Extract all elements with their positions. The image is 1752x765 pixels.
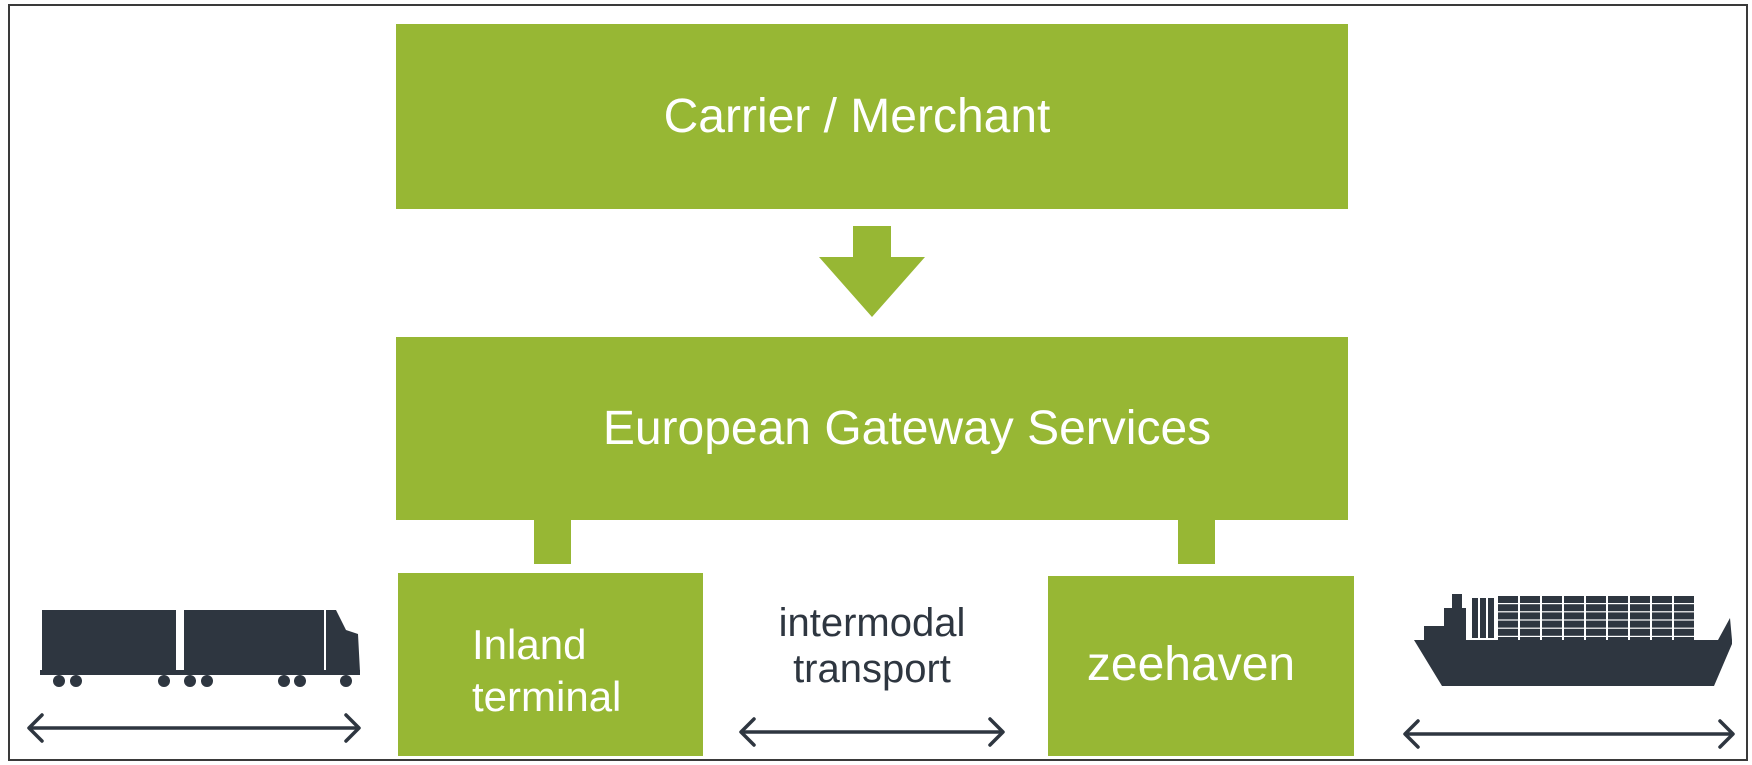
ship-container-block	[1674, 612, 1694, 620]
connector-left	[534, 520, 571, 564]
ship-container-block	[1652, 612, 1672, 620]
ship-container-block	[1520, 637, 1540, 644]
ship-container-block	[1498, 596, 1518, 603]
ship-container-block	[1564, 628, 1584, 636]
ship-container-block	[1586, 604, 1606, 612]
inland-terminal-box: Inland terminal	[398, 573, 703, 756]
ship-container-block	[1630, 596, 1650, 603]
ship-container-block	[1652, 604, 1672, 612]
ship-double-arrow-icon	[1403, 719, 1735, 749]
truck-icon	[40, 610, 360, 687]
intermodal-label-line2: transport	[793, 647, 951, 691]
intermodal-transport-label: intermodal transport	[740, 600, 1004, 692]
inland-terminal-label-line2: terminal	[472, 672, 622, 720]
ship-container-block	[1498, 637, 1518, 644]
ship-container-block	[1674, 596, 1694, 603]
intermodal-double-arrow-icon	[739, 717, 1005, 747]
ship-container-block	[1674, 604, 1694, 612]
carrier-merchant-box: Carrier / Merchant	[396, 24, 1348, 209]
ship-container-block	[1674, 637, 1694, 644]
ship-container-block	[1608, 620, 1628, 628]
ship-container-block	[1652, 596, 1672, 603]
ship-container-block	[1498, 628, 1518, 636]
ship-container-block	[1652, 637, 1672, 644]
european-gateway-services-box: European Gateway Services	[396, 337, 1348, 520]
ship-container-block	[1630, 604, 1650, 612]
truck-double-arrow-icon	[27, 713, 361, 743]
down-arrow-icon	[819, 226, 925, 317]
ship-container-block	[1674, 620, 1694, 628]
ship-container-block	[1630, 620, 1650, 628]
ship-container-block	[1520, 612, 1540, 620]
ship-container-block	[1498, 620, 1518, 628]
ship-container-block	[1520, 596, 1540, 603]
ship-container-block	[1652, 620, 1672, 628]
ship-container-block	[1564, 596, 1584, 603]
ship-container-block	[1498, 604, 1518, 612]
ship-container-block	[1542, 604, 1562, 612]
ship-container-block	[1542, 596, 1562, 603]
european-gateway-services-label: European Gateway Services	[602, 402, 1212, 455]
ship-container-block	[1608, 612, 1628, 620]
ship-container-block	[1586, 628, 1606, 636]
connector-right	[1178, 520, 1215, 564]
ship-container-block	[1498, 612, 1518, 620]
container-ship-icon	[1414, 594, 1732, 686]
ship-container-block	[1542, 620, 1562, 628]
inland-terminal-label-line1: Inland	[472, 620, 587, 668]
ship-container-block	[1542, 612, 1562, 620]
ship-container-block	[1564, 604, 1584, 612]
ship-container-block	[1520, 620, 1540, 628]
ship-container-block	[1564, 612, 1584, 620]
ship-container-block	[1608, 637, 1628, 644]
intermodal-label-line1: intermodal	[778, 601, 966, 645]
carrier-merchant-label: Carrier / Merchant	[663, 90, 1051, 143]
ship-container-block	[1608, 604, 1628, 612]
ship-container-block	[1586, 620, 1606, 628]
zeehaven-label: zeehaven	[1086, 638, 1296, 691]
ship-container-block	[1520, 604, 1540, 612]
ship-container-block	[1520, 628, 1540, 636]
ship-container-block	[1564, 637, 1584, 644]
ship-container-block	[1586, 596, 1606, 603]
ship-container-block	[1652, 628, 1672, 636]
ship-container-block	[1608, 628, 1628, 636]
inland-terminal-label: Inland terminal	[472, 619, 621, 723]
ship-container-block	[1586, 637, 1606, 644]
ship-container-block	[1630, 628, 1650, 636]
ship-container-block	[1630, 637, 1650, 644]
ship-container-block	[1564, 620, 1584, 628]
ship-container-block	[1608, 596, 1628, 603]
ship-container-block	[1586, 612, 1606, 620]
ship-container-block	[1630, 612, 1650, 620]
ship-container-block	[1542, 637, 1562, 644]
ship-container-block	[1674, 628, 1694, 636]
ship-container-block	[1542, 628, 1562, 636]
zeehaven-box: zeehaven	[1048, 576, 1354, 756]
